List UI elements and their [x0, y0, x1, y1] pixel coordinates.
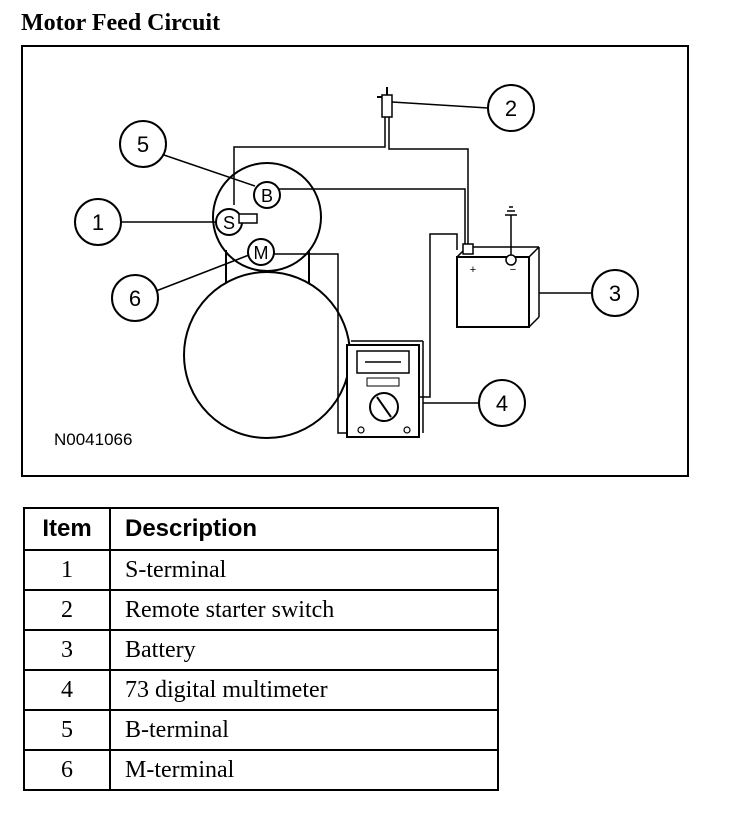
description-cell: B-terminal: [109, 709, 499, 751]
m-terminal: M: [247, 238, 275, 266]
ground-symbol: [505, 206, 517, 255]
item-cell: 4: [23, 669, 111, 711]
table-row: 3 Battery: [23, 629, 499, 671]
s-terminal: S: [215, 208, 258, 236]
description-cell: M-terminal: [109, 749, 499, 791]
item-cell: 3: [23, 629, 111, 671]
diagram-canvas: B S M + −: [21, 45, 689, 477]
callout-3-label: 3: [609, 281, 621, 306]
diagram-frame: [21, 45, 689, 477]
table-row: 6 M-terminal: [23, 749, 499, 791]
b-terminal: B: [253, 181, 281, 209]
battery-negative-label: −: [510, 264, 516, 276]
callout-6-label: 6: [129, 286, 141, 311]
callout-6: 6: [111, 274, 159, 322]
callout-2: 2: [487, 84, 535, 132]
battery-positive-label: +: [470, 264, 476, 276]
description-cell: S-terminal: [109, 549, 499, 591]
callout-2-label: 2: [505, 96, 517, 121]
battery-meter-wire: [417, 233, 458, 398]
item-cell: 2: [23, 589, 111, 631]
item-header: Item: [23, 507, 111, 551]
table-row: 1 S-terminal: [23, 549, 499, 591]
switch-battery-wire: [388, 117, 469, 250]
page-title: Motor Feed Circuit: [21, 10, 221, 36]
figure-id: N0041066: [54, 430, 132, 449]
digital-multimeter: [346, 340, 424, 438]
legend-table: Item Description 1 S-terminal 2 Remote s…: [23, 507, 499, 791]
legend-header-row: Item Description: [23, 507, 499, 551]
description-cell: Remote starter switch: [109, 589, 499, 631]
item-cell: 5: [23, 709, 111, 751]
b-terminal-wire: [276, 188, 466, 250]
callout-3: 3: [591, 269, 639, 317]
callout-4-label: 4: [496, 391, 508, 416]
callout-5: 5: [119, 120, 167, 168]
motor-feed-circuit-diagram: B S M + −: [21, 45, 689, 477]
battery-positive-post: [462, 243, 474, 255]
callout-1-label: 1: [92, 210, 104, 235]
battery: + −: [456, 243, 540, 328]
s-terminal-label: S: [223, 213, 235, 233]
m-terminal-label: M: [254, 243, 269, 263]
callout-4: 4: [478, 379, 526, 427]
table-row: 5 B-terminal: [23, 709, 499, 751]
description-cell: Battery: [109, 629, 499, 671]
m-terminal-circle: [247, 238, 275, 266]
item-cell: 6: [23, 749, 111, 791]
description-cell: 73 digital multimeter: [109, 669, 499, 711]
item-cell: 1: [23, 549, 111, 591]
callout-1: 1: [74, 198, 122, 246]
s-terminal-wire: [233, 117, 386, 205]
table-row: 2 Remote starter switch: [23, 589, 499, 631]
b-terminal-label: B: [261, 186, 273, 206]
callout-5-label: 5: [137, 132, 149, 157]
b-terminal-circle: [253, 181, 281, 209]
description-header: Description: [109, 507, 499, 551]
starter-motor: [183, 271, 351, 439]
remote-starter-switch: [377, 87, 393, 118]
table-row: 4 73 digital multimeter: [23, 669, 499, 711]
